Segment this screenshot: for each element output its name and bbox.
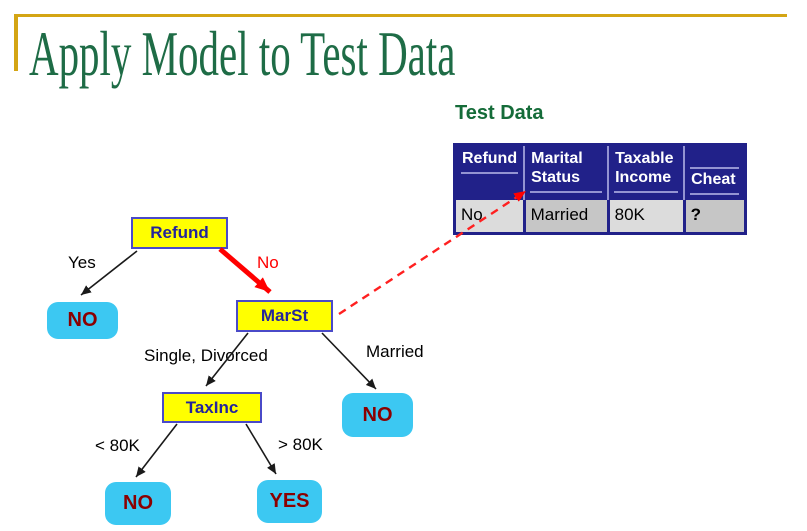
edge-taxinc-gt80k-arrow: [245, 423, 277, 475]
edge-label-yes: Yes: [68, 253, 96, 272]
edge-label-lt-80k: < 80K: [95, 436, 140, 455]
tree-leaf-no-married: NO: [342, 393, 413, 437]
edge-label-single-divorced: Single, Divorced: [144, 346, 268, 365]
tree-leaf-no-refund-yes: NO: [47, 302, 118, 339]
column-header-taxable-income: Taxable Income: [607, 143, 685, 200]
column-header-cheat: Cheat: [683, 143, 746, 200]
tree-node-refund: Refund: [131, 217, 228, 249]
column-header-refund: Refund: [454, 143, 525, 200]
tree-leaf-no-low-income: NO: [105, 482, 171, 525]
edge-label-married: Married: [366, 342, 424, 361]
tree-node-marst: MarSt: [236, 300, 333, 332]
edge-taxinc-lt80k-arrow: [135, 423, 178, 478]
table-row: No Married 80K ?: [454, 200, 746, 234]
edge-label-no: No: [257, 253, 279, 272]
tree-node-taxinc: TaxInc: [162, 392, 262, 423]
table-header-row: Refund Marital Status Taxable Income Che…: [454, 143, 746, 200]
test-data-table: Refund Marital Status Taxable Income Che…: [453, 143, 747, 235]
top-rule: [14, 14, 787, 17]
cell-refund-value: No: [454, 200, 525, 234]
cell-cheat-value: ?: [682, 200, 746, 234]
edge-label-gt-80k: > 80K: [278, 435, 323, 454]
cell-taxable-income-value: 80K: [606, 200, 685, 234]
page-title: Apply Model to Test Data: [29, 18, 456, 89]
tree-leaf-yes-high-income: YES: [257, 480, 322, 523]
cell-marital-status-value: Married: [522, 200, 609, 234]
column-header-marital-status: Marital Status: [523, 143, 609, 200]
test-data-heading: Test Data: [455, 102, 544, 124]
left-rule: [14, 14, 18, 71]
